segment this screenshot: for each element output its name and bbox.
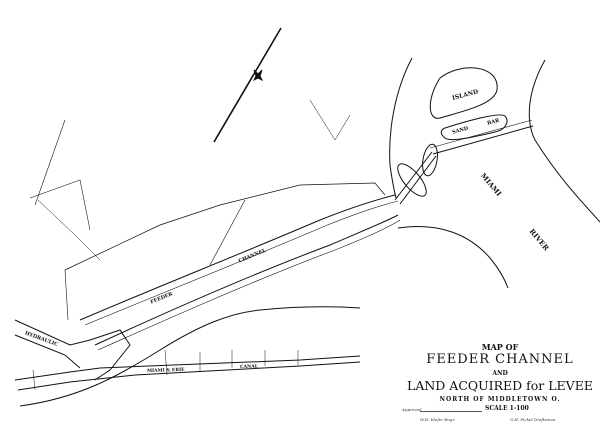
title-north-of-middletown: NORTH OF MIDDLETOWN O. — [439, 396, 561, 403]
river-left-bank — [389, 57, 413, 199]
north-arrow-star-icon — [252, 69, 264, 82]
label-island: ISLAND — [451, 88, 479, 102]
river-right-bank — [528, 59, 600, 223]
scale-label: SCALE 1-100 — [485, 405, 529, 412]
label-canal: CANAL — [240, 364, 259, 371]
draftsman-signature: G.H. Pickel Draftsman — [510, 417, 556, 422]
feeder-channel-north-bank — [79, 194, 396, 321]
label-miami-river-2: RIVER — [528, 227, 552, 253]
river-south-bank — [19, 306, 361, 407]
title-map-of: MAP OF — [481, 342, 519, 352]
label-channel: CHANNEL — [238, 248, 268, 265]
label-bar: BAR — [487, 117, 501, 126]
approved-line — [420, 411, 482, 412]
label-canal-miami-erie: MIAMI & ERIE — [147, 367, 185, 374]
title-and: AND — [492, 370, 508, 377]
canal-north-line — [14, 355, 361, 381]
title-feeder-channel: FEEDER CHANNEL — [426, 352, 574, 367]
title-land-acquired: LAND ACQUIRED for LEVEE — [407, 378, 593, 393]
engineer-signature: W.H. Kiefer Engr. — [420, 417, 456, 422]
feeder-channel-south-bank — [94, 214, 399, 346]
island — [429, 67, 498, 119]
north-arrow-icon — [213, 27, 282, 143]
sand-bar — [440, 114, 508, 141]
label-miami-river-1: MIAMI — [479, 171, 504, 198]
label-sand: SAND — [452, 125, 470, 135]
canal-south-line — [17, 361, 361, 391]
approved-label: Approved — [402, 407, 422, 412]
river-lower-bank — [397, 226, 509, 289]
